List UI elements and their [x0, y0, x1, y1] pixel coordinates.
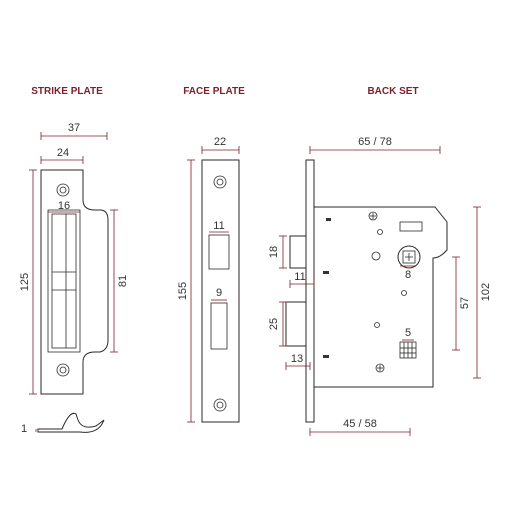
strike-plate-title: STRIKE PLATE: [31, 86, 103, 97]
back-lock-body: [313, 206, 448, 388]
back-hole-2: [371, 251, 381, 261]
back-hole-4: [374, 322, 380, 328]
dim-strike-thickness: 1: [21, 423, 27, 435]
back-slot-1: [323, 271, 329, 274]
strike-side-profile: [37, 412, 105, 433]
back-slot-2: [323, 355, 329, 358]
back-latch: [289, 235, 307, 269]
face-upper-slot: [208, 234, 230, 270]
dim-centres: 57: [459, 297, 471, 309]
face-lower-slot: [210, 302, 228, 350]
face-plate-outline: [201, 159, 240, 423]
strike-plate: 37 24 16 125 81 1: [19, 122, 129, 435]
dim-face-lower-slot: 9: [216, 287, 222, 299]
dim-backset: 45 / 58: [343, 418, 377, 430]
back-spindle-square: [402, 250, 416, 264]
strike-slot-inner: [51, 213, 77, 349]
strike-slot: [47, 209, 81, 353]
dim-bolt-height: 25: [268, 318, 280, 330]
back-screw-top: [368, 211, 378, 221]
face-plate-title: FACE PLATE: [183, 86, 245, 97]
dim-strike-width-outer: 37: [68, 122, 80, 134]
face-screw-hole-top: [213, 175, 227, 189]
dim-back-height: 102: [480, 283, 492, 301]
dim-latch-height: 18: [268, 246, 280, 258]
back-slot-3: [326, 218, 331, 221]
dim-face-width: 22: [214, 136, 226, 148]
dim-latch-projection: 11: [294, 271, 305, 283]
dim-bolt-projection: 13: [291, 353, 303, 365]
dim-keyway: 5: [405, 327, 411, 339]
back-hole-1: [377, 229, 383, 235]
dim-face-upper-slot: 11: [213, 220, 224, 232]
back-top-slot: [399, 221, 423, 232]
dim-back-width: 65 / 78: [358, 136, 392, 148]
strike-plate-outline: [40, 169, 109, 395]
dim-strike-slot: 16: [58, 200, 70, 212]
back-deadbolt: [285, 301, 307, 347]
dim-strike-height-inner: 81: [117, 275, 129, 287]
dim-strike-width-inner: 24: [57, 147, 69, 159]
strike-screw-hole-bottom-inner: [59, 366, 67, 374]
face-screw-hole-bottom: [213, 398, 227, 412]
back-set: 65 / 78 18 11 25 13 8 5 57: [268, 136, 492, 436]
back-hole-3: [401, 290, 407, 296]
strike-screw-hole-bottom: [56, 363, 70, 377]
strike-screw-hole-top-inner: [59, 186, 67, 194]
face-plate: 22 155 11 9: [177, 136, 240, 423]
dim-spindle: 8: [405, 269, 411, 281]
strike-screw-hole-top: [56, 183, 70, 197]
back-set-title: BACK SET: [367, 86, 418, 97]
back-screw-bottom: [375, 363, 385, 373]
dim-strike-height: 125: [19, 273, 31, 291]
dim-face-height: 155: [177, 282, 189, 300]
back-forend: [305, 159, 315, 423]
